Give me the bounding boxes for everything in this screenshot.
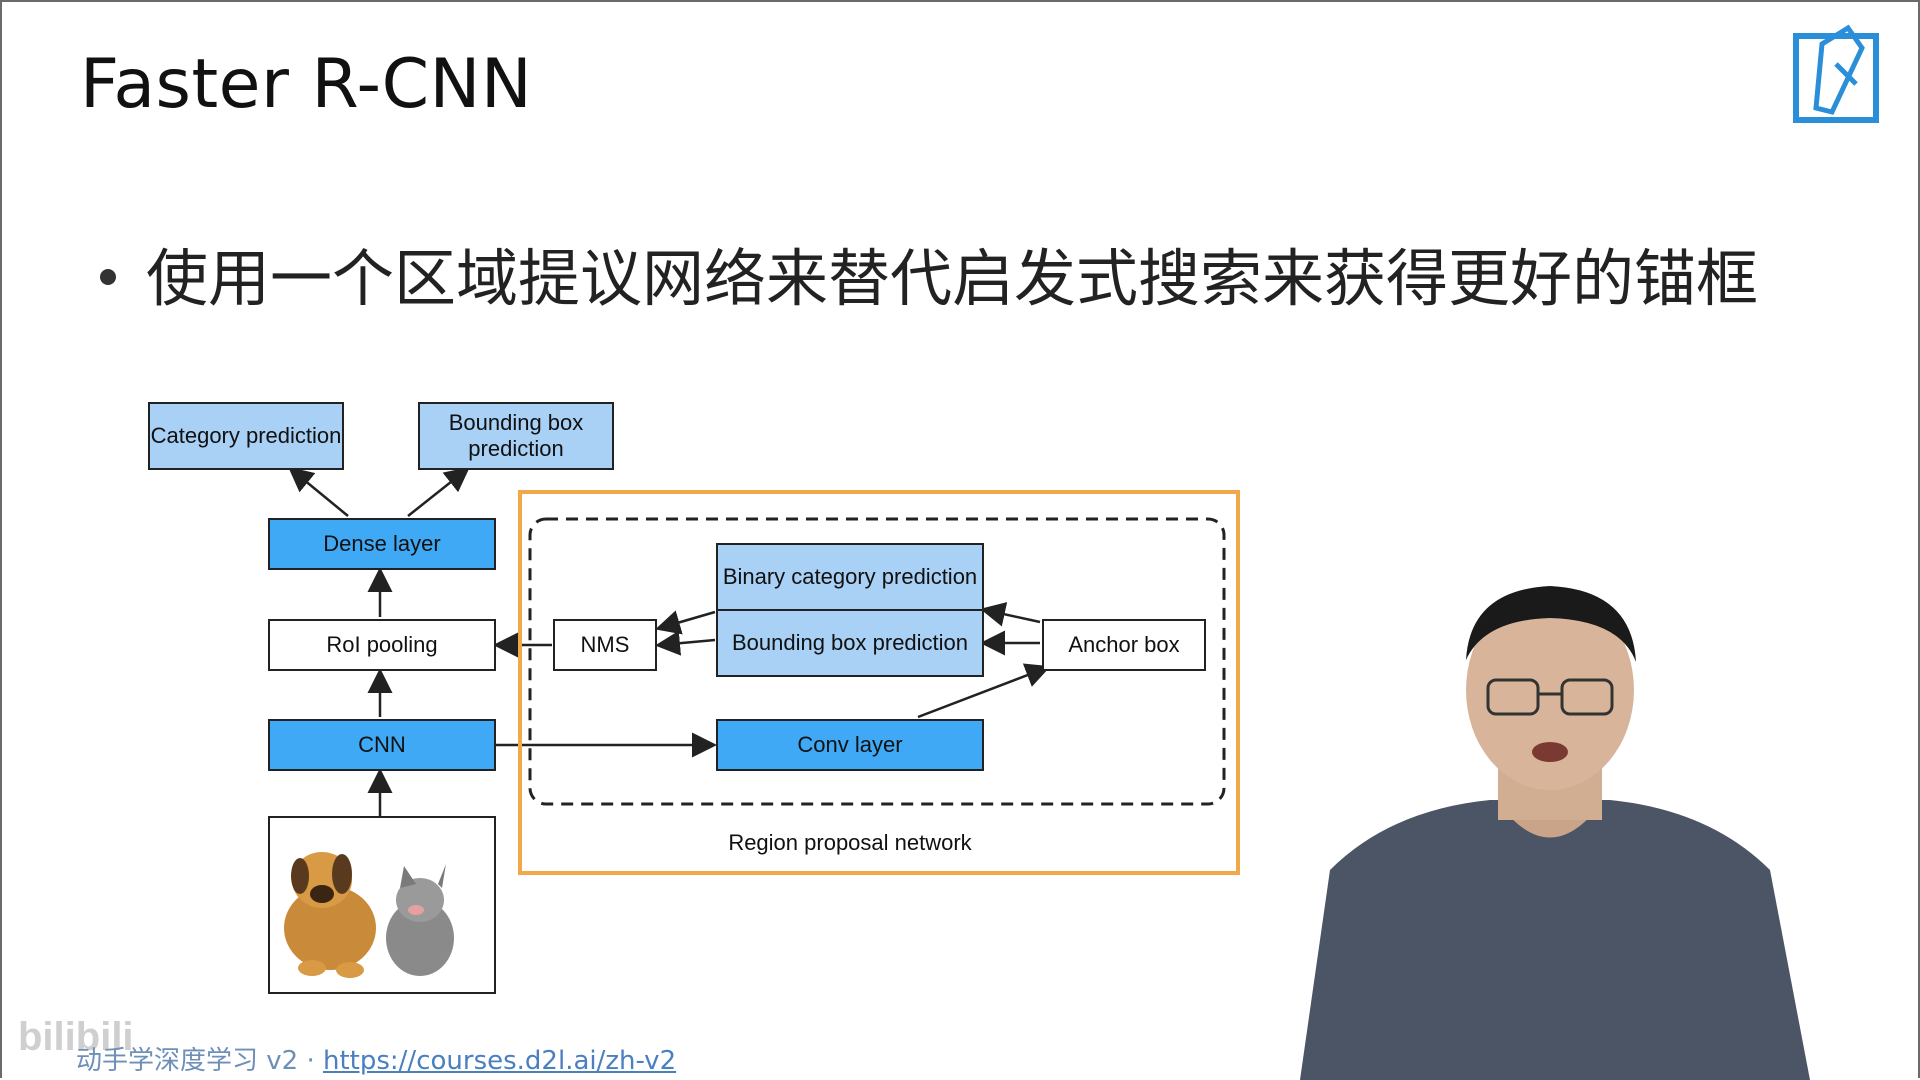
- input-image: [268, 816, 496, 994]
- bullet-point: 使用一个区域提议网络来替代启发式搜索来获得更好的锚框: [100, 228, 1758, 318]
- footer: 动手学深度学习 v2 · https://courses.d2l.ai/zh-v…: [76, 1040, 676, 1077]
- presenter-video: [1300, 586, 1810, 1080]
- dog-cat-illustration: [284, 852, 454, 978]
- anchor-box: Anchor box: [1042, 619, 1206, 671]
- d2l-logo-icon: [1793, 24, 1879, 123]
- arrow-dense-to-category: [288, 466, 349, 517]
- bilibili-watermark: bilibili: [18, 1015, 134, 1059]
- arrow-binary-to-nms: [655, 610, 716, 635]
- arrow-conv-to-anchor: [917, 663, 1051, 719]
- rpn-frame: [518, 490, 1240, 875]
- bullet-dot-icon: [100, 268, 116, 285]
- conv-layer-box: Conv layer: [716, 719, 984, 771]
- roi-pooling-box: RoI pooling: [268, 619, 496, 671]
- binary-category-prediction-box: Binary category prediction: [716, 543, 984, 611]
- cnn-box: CNN: [268, 719, 496, 771]
- footer-link[interactable]: https://courses.d2l.ai/zh-v2: [323, 1046, 677, 1076]
- slide-title: Faster R-CNN: [80, 45, 533, 124]
- rpn-bbox-prediction-box: Bounding box prediction: [716, 609, 984, 677]
- arrow-dense-to-bbox: [407, 466, 470, 517]
- arrow-anchor-to-binary: [980, 602, 1041, 627]
- arrow-bbox-to-nms: [655, 630, 716, 656]
- bullet-text: 使用一个区域提议网络来替代启发式搜索来获得更好的锚框: [146, 242, 1759, 315]
- rpn-label: Region proposal network: [728, 830, 972, 855]
- rpn-dashed-boundary: [528, 517, 1226, 806]
- footer-course: 动手学深度学习 v2 ·: [76, 1046, 323, 1076]
- category-prediction-box: Category prediction: [148, 402, 344, 470]
- dense-layer-box: Dense layer: [268, 518, 496, 570]
- bbox-prediction-box: Bounding box prediction: [418, 402, 614, 470]
- nms-box: NMS: [553, 619, 657, 671]
